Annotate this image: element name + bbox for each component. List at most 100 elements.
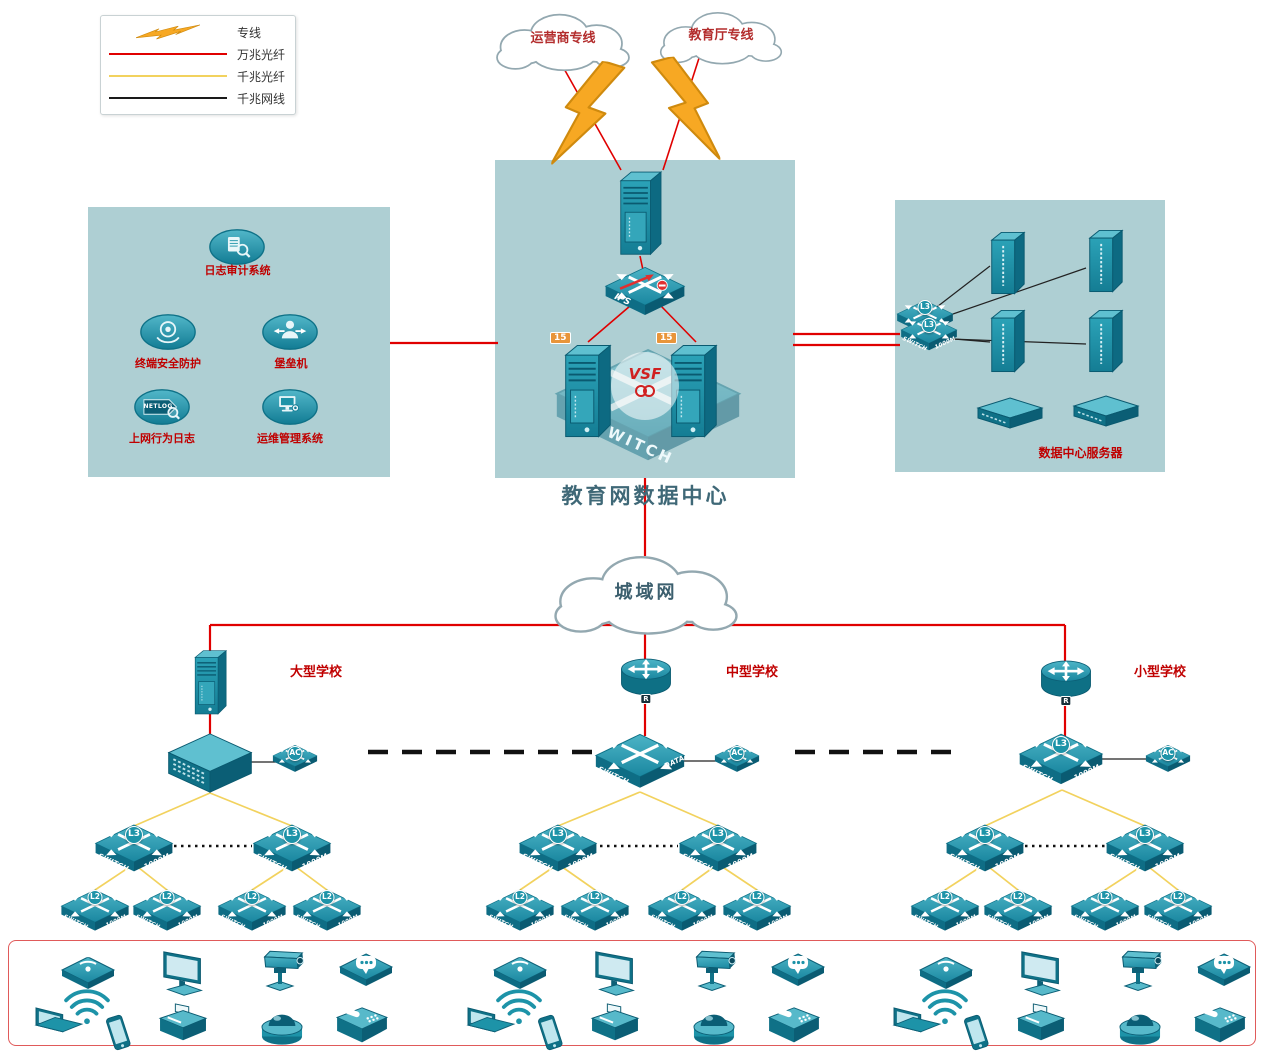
rack-server — [976, 396, 1044, 430]
vsf-label: VSF — [628, 365, 662, 383]
carrier-cloud-label: 运营商专线 — [530, 31, 596, 46]
legend-row-dedicated-line: 专线 — [109, 21, 287, 43]
large-school-label: 大型学校 — [289, 665, 342, 680]
legend-row-1g-cable: 千兆网线 — [109, 87, 287, 109]
server-zone-switch: L3 — [896, 298, 954, 338]
l3-badge: L3 — [709, 826, 727, 844]
dome-camera-icon — [257, 1006, 307, 1048]
medium-school-label: 中型学校 — [725, 665, 778, 680]
bastion-host-label: 堡垒机 — [274, 357, 308, 370]
legend-row-1g-fiber: 千兆光纤 — [109, 65, 287, 87]
vsf-server-right: 15 — [656, 332, 724, 448]
small-school-core-switch: L3 SWITCH 1000M — [1018, 730, 1104, 790]
phone-icon — [96, 1012, 140, 1054]
man-cloud-label: 城域网 — [614, 582, 678, 603]
printer-icon — [1013, 1002, 1069, 1046]
monitor-icon — [156, 948, 214, 1002]
datacenter-server — [1084, 228, 1126, 294]
netlog-icon: NETLOG — [133, 388, 191, 426]
fax-icon — [765, 1004, 823, 1050]
netlog-icon-text: NETLOG — [143, 403, 173, 411]
ac-controller: AC — [272, 742, 318, 776]
yellow-line-swatch — [109, 75, 227, 77]
camera-icon — [253, 942, 313, 994]
l3-badge: L3 — [976, 826, 994, 844]
laptop-icon — [460, 1006, 518, 1048]
chat-icon — [1196, 950, 1252, 992]
server-tag: 15 — [550, 332, 571, 344]
ips-device: IPS — [604, 264, 686, 320]
server-tag: 15 — [656, 332, 677, 344]
log-audit-label: 日志审计系统 — [204, 264, 271, 277]
vsf-server-left: 15 — [550, 332, 618, 448]
camera-icon — [1111, 942, 1171, 994]
l2-badge: L2 — [319, 890, 335, 905]
ac-controller: AC — [714, 742, 760, 776]
netlog-label: 上网行为日志 — [129, 432, 195, 445]
terminal-devices-box — [8, 940, 1256, 1046]
l2-badge: L2 — [587, 890, 603, 905]
medium-school-core-switch: SWITCH DATA CENTER — [594, 730, 691, 794]
router-tag: R — [1060, 696, 1072, 706]
ac-controller: AC — [1145, 742, 1191, 776]
carrier-cloud: 运营商专线 — [483, 5, 643, 75]
education-cloud-label: 教育厅专线 — [688, 28, 754, 43]
laptop-icon — [886, 1006, 944, 1048]
phone-icon — [528, 1012, 572, 1054]
l3-badge: L3 — [1136, 826, 1154, 844]
datacenter-server — [1084, 308, 1126, 374]
l2-badge: L2 — [159, 890, 175, 905]
laptop-icon — [28, 1006, 86, 1048]
printer-icon — [587, 1002, 643, 1046]
core-firewall-server — [612, 168, 668, 260]
dome-camera-icon — [689, 1006, 739, 1048]
small-school-router: R — [1038, 656, 1094, 706]
router-tag: R — [640, 694, 652, 704]
server-zone-label: 数据中心服务器 — [1038, 446, 1123, 460]
camera-icon — [685, 942, 745, 994]
l3-badge: L3 — [1052, 736, 1070, 754]
legend-label: 千兆网线 — [237, 91, 286, 106]
chat-icon — [770, 950, 826, 992]
legend-label: 千兆光纤 — [237, 69, 286, 84]
fax-icon — [333, 1004, 391, 1050]
datacenter-title: 教育网数据中心 — [561, 483, 730, 508]
legend-label: 万兆光纤 — [237, 47, 286, 62]
phone-icon — [954, 1012, 998, 1054]
legend-label: 专线 — [237, 25, 262, 40]
ac-badge: AC — [1160, 746, 1176, 761]
vsf-badge: VSF — [611, 352, 679, 420]
link-icon — [635, 385, 655, 397]
man-cloud: 城域网 — [537, 544, 755, 640]
education-cloud: 教育厅专线 — [643, 4, 799, 68]
datacenter-server — [986, 230, 1028, 296]
ac-badge: AC — [729, 746, 745, 761]
ac-badge: AC — [287, 746, 303, 761]
dome-camera-icon — [1115, 1006, 1165, 1048]
l2-badge: L2 — [749, 890, 765, 905]
l3-switch: L3 SWITCH 1000M — [945, 820, 1025, 878]
large-school-core-device — [166, 732, 254, 794]
l2-badge: L2 — [937, 890, 953, 905]
legend-row-10g-fiber: 万兆光纤 — [109, 43, 287, 65]
large-school-server — [187, 648, 233, 718]
l3-switch: L3 SWITCH 1000M — [94, 820, 174, 878]
l3-switch: L3 SWITCH 1000M — [1105, 820, 1185, 878]
bastion-host-icon — [261, 313, 319, 351]
l2-badge: L2 — [1170, 890, 1186, 905]
monitor-icon — [588, 948, 646, 1002]
ops-management-label: 运维管理系统 — [257, 432, 323, 445]
server-zone-switch: L3 SWITCH 1000M — [900, 314, 958, 354]
l3-switch: L3 SWITCH 1000M — [252, 820, 332, 878]
l3-badge: L3 — [921, 318, 937, 333]
printer-icon — [155, 1002, 211, 1046]
